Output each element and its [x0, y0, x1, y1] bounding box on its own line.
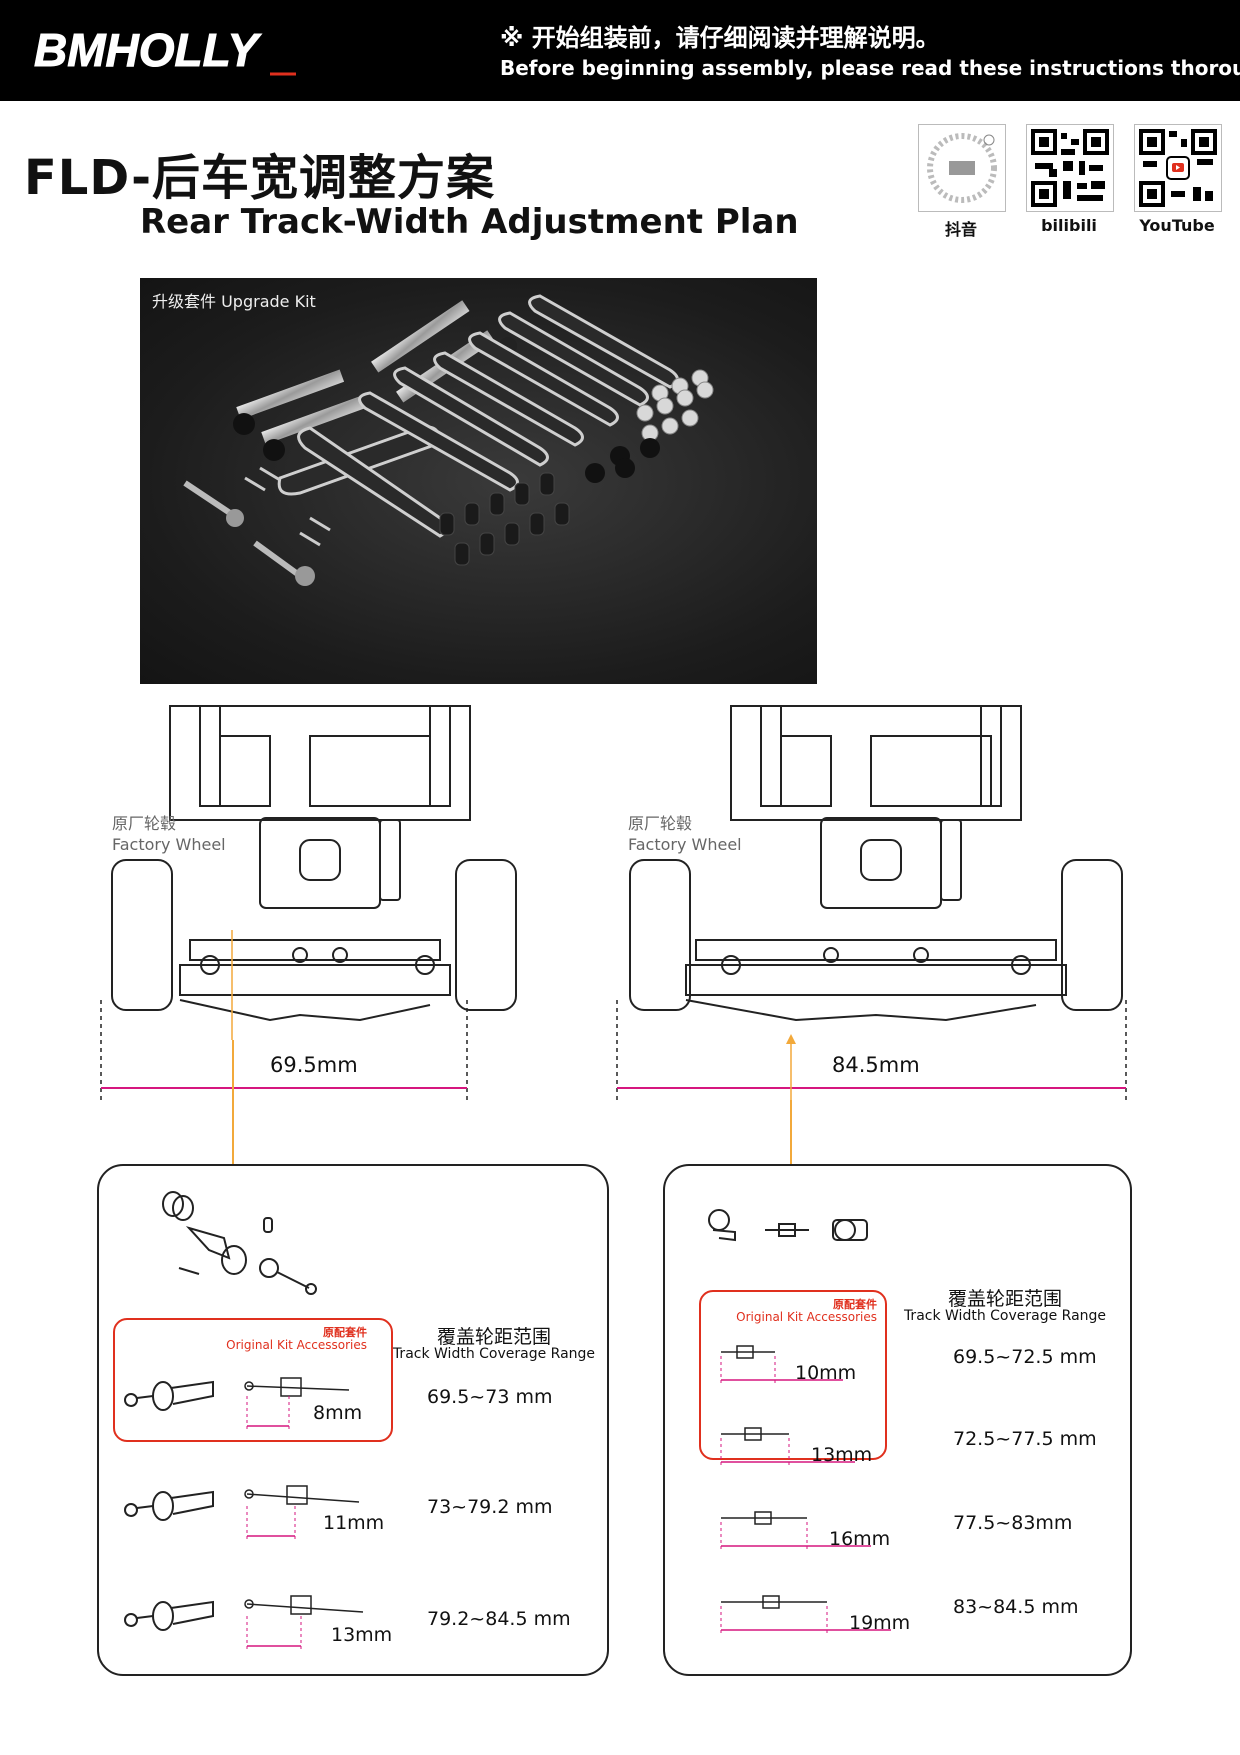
drive-shaft-exploded-icon — [162, 1191, 317, 1295]
factory-wheel-label-cn: 原厂轮毂 — [112, 814, 177, 833]
douyin-qr[interactable]: 抖音 — [918, 124, 1016, 240]
page-title: FLD-后车宽调整方案 — [24, 150, 496, 206]
kit-label: 升级套件 Upgrade Kit — [152, 292, 316, 311]
youtube-qr-icon — [1134, 124, 1222, 212]
turnbuckle-panel: 原配套件 Original Kit Accessories 覆盖轮距范围 Tra… — [663, 1164, 1132, 1676]
bilibili-qr[interactable]: bilibili — [1026, 124, 1124, 235]
original-kit-box-2 — [699, 1290, 887, 1460]
brand-text: BMHOLLY — [34, 24, 262, 76]
original-kit-label-cn-2: 原配套件 — [833, 1298, 877, 1311]
bilibili-qr-icon — [1026, 124, 1114, 212]
coverage-range-r3: 77.5~83mm — [953, 1512, 1073, 1534]
coverage-range-1: 69.5~73 mm — [427, 1386, 553, 1408]
track-width-wide: 84.5mm — [832, 1053, 920, 1077]
factory-wheel-label-en-2: Factory Wheel — [628, 835, 742, 854]
original-kit-label-en: Original Kit Accessories — [226, 1338, 367, 1352]
coverage-title-en: Track Width Coverage Range — [392, 1346, 596, 1362]
bilibili-label: bilibili — [1041, 216, 1097, 235]
original-kit-label-cn: 原配套件 — [323, 1326, 367, 1339]
original-kit-box — [113, 1318, 393, 1442]
turnbuckle-length-4: 19mm — [849, 1612, 911, 1634]
page-subtitle: Rear Track-Width Adjustment Plan — [140, 202, 799, 242]
chassis-diagram-wide — [616, 705, 1127, 1100]
notice-en: Before beginning assembly, please read t… — [500, 56, 1240, 80]
upgrade-kit-photo: 升级套件 Upgrade Kit — [140, 278, 817, 684]
drive-cup-icon-3 — [124, 1600, 214, 1631]
shaft-length-13mm-icon — [244, 1595, 364, 1650]
shaft-length-3: 13mm — [331, 1624, 393, 1646]
header-bar: BMHOLLY ※ 开始组装前，请仔细阅读并理解说明。 Before begin… — [0, 0, 1240, 101]
coverage-range-2: 73~79.2 mm — [427, 1496, 553, 1518]
coverage-range-r2: 72.5~77.5 mm — [953, 1428, 1097, 1450]
drive-cup-icon — [124, 1380, 214, 1411]
notice-cn: ※ 开始组装前，请仔细阅读并理解说明。 — [500, 24, 940, 52]
factory-wheel-label-cn-2: 原厂轮毂 — [628, 814, 693, 833]
shaft-length-8mm-icon — [244, 1377, 350, 1430]
douyin-label: 抖音 — [944, 220, 977, 239]
shaft-length-2: 11mm — [323, 1512, 385, 1534]
douyin-qr-icon — [918, 124, 1006, 212]
shaft-length-1: 8mm — [313, 1402, 363, 1424]
shaft-length-11mm-icon — [244, 1485, 360, 1540]
youtube-qr[interactable]: YouTube — [1134, 124, 1232, 235]
callout-line-left — [232, 1040, 234, 1164]
factory-wheel-label-en: Factory Wheel — [112, 835, 226, 854]
turnbuckle-19mm-icon — [720, 1595, 891, 1636]
turnbuckle-16mm-icon — [720, 1511, 871, 1552]
coverage-title-en-2: Track Width Coverage Range — [903, 1308, 1107, 1324]
track-width-narrow: 69.5mm — [270, 1053, 358, 1077]
chassis-diagram-narrow — [100, 705, 517, 1100]
coverage-range-r1: 69.5~72.5 mm — [953, 1346, 1097, 1368]
turnbuckle-10mm-icon — [720, 1345, 843, 1386]
coverage-range-3: 79.2~84.5 mm — [427, 1608, 571, 1630]
coverage-title-cn: 覆盖轮距范围 — [436, 1326, 551, 1348]
coverage-range-r4: 83~84.5 mm — [953, 1596, 1079, 1618]
turnbuckle-parts-icon — [708, 1209, 868, 1242]
turnbuckle-length-2: 13mm — [811, 1444, 873, 1466]
brand-logo: BMHOLLY — [30, 22, 300, 78]
callout-line-right — [790, 1100, 792, 1164]
coverage-title-cn-2: 覆盖轮距范围 — [947, 1288, 1062, 1310]
drive-shaft-panel: 原配套件 Original Kit Accessories 覆盖轮距范围 Tra… — [97, 1164, 609, 1676]
turnbuckle-length-1: 10mm — [795, 1362, 857, 1384]
youtube-label: YouTube — [1139, 216, 1215, 235]
turnbuckle-length-3: 16mm — [829, 1528, 891, 1550]
drive-cup-icon-2 — [124, 1490, 214, 1521]
original-kit-label-en-2: Original Kit Accessories — [736, 1310, 877, 1324]
turnbuckle-13mm-icon — [720, 1427, 855, 1468]
